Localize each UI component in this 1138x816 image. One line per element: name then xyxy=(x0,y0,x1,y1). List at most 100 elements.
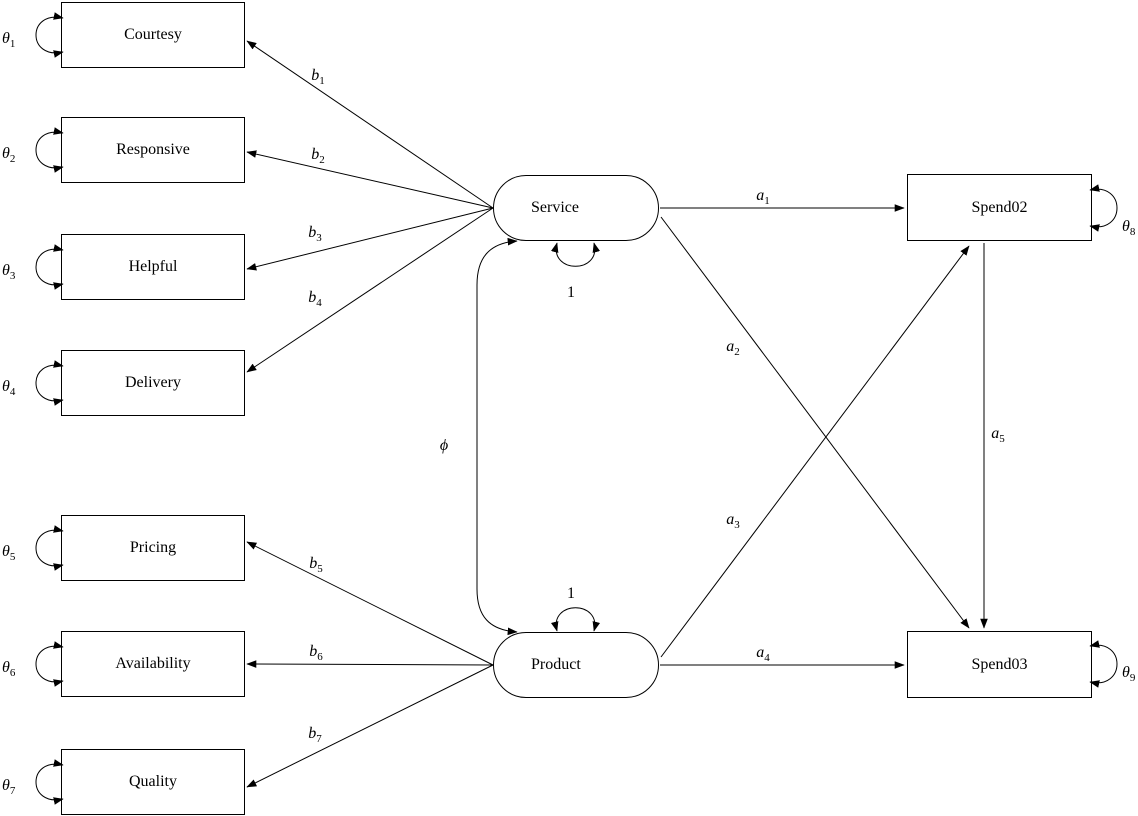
label-theta8: θ8 xyxy=(1122,218,1136,239)
label-theta2-sub: 2 xyxy=(9,153,16,166)
label-b6-base: b xyxy=(309,643,318,660)
covariance-path-phi xyxy=(476,237,518,636)
label-a4-sub: 4 xyxy=(764,652,770,665)
node-quality: Quality xyxy=(61,749,245,815)
label-b1: b1 xyxy=(311,68,325,88)
error-loop-theta6 xyxy=(35,641,64,687)
label-service-variance: 1 xyxy=(567,285,575,301)
loading-path-b7 xyxy=(246,664,494,788)
label-theta7-sub: 7 xyxy=(9,785,16,798)
loading-path-b4 xyxy=(246,207,494,373)
variance-loop-product xyxy=(551,607,600,632)
error-loop-theta5 xyxy=(35,525,64,571)
label-b7: b7 xyxy=(308,725,322,746)
label-product-variance: 1 xyxy=(567,586,575,602)
error-loop-theta7 xyxy=(35,759,64,805)
node-pricing-label: Pricing xyxy=(129,539,177,556)
label-b6-sub: 6 xyxy=(317,651,323,664)
label-a3: a3 xyxy=(726,512,740,532)
label-a5-base: a xyxy=(991,425,1000,442)
label-theta9: θ9 xyxy=(1122,664,1135,684)
label-a1: a1 xyxy=(756,187,770,208)
label-b3-sub: 3 xyxy=(316,232,322,245)
label-a1-sub: 1 xyxy=(764,195,770,208)
label-b2: b2 xyxy=(311,146,325,167)
label-theta3: θ3 xyxy=(2,262,16,283)
label-theta5: θ5 xyxy=(2,544,16,564)
label-a5-sub: 5 xyxy=(999,433,1005,446)
label-b3: b3 xyxy=(308,224,322,245)
node-service-label: Service xyxy=(531,199,579,216)
label-b4-base: b xyxy=(308,289,317,306)
node-responsive: Responsive xyxy=(61,117,245,183)
node-courtesy: Courtesy xyxy=(61,2,245,68)
node-product-label: Product xyxy=(531,656,581,673)
label-b1-sub: 1 xyxy=(319,75,325,88)
node-pricing: Pricing xyxy=(61,515,245,581)
label-theta2: θ2 xyxy=(2,146,16,166)
node-responsive-label: Responsive xyxy=(116,141,190,158)
structural-path-a2 xyxy=(660,216,970,629)
node-delivery-label: Delivery xyxy=(125,374,181,391)
label-theta3-base: θ xyxy=(2,262,10,279)
label-product-variance-value: 1 xyxy=(567,585,575,602)
loading-path-b5 xyxy=(246,541,494,666)
label-theta8-base: θ xyxy=(1122,218,1130,235)
label-phi-base: ϕ xyxy=(439,437,449,454)
label-b2-sub: 2 xyxy=(319,154,325,167)
label-a2-base: a xyxy=(726,338,735,355)
node-quality-label: Quality xyxy=(129,773,177,790)
loading-path-b6 xyxy=(246,660,494,668)
label-a4-base: a xyxy=(756,644,765,661)
label-a2: a2 xyxy=(726,338,740,359)
variance-loop-service xyxy=(551,242,600,267)
error-loop-theta2 xyxy=(35,127,64,173)
node-availability: Availability xyxy=(61,631,245,697)
label-a1-base: a xyxy=(756,187,765,204)
label-b4: b4 xyxy=(308,289,322,310)
node-delivery: Delivery xyxy=(61,350,245,416)
label-b7-sub: 7 xyxy=(316,733,322,746)
loading-path-b2 xyxy=(246,150,494,209)
label-theta8-sub: 8 xyxy=(1129,226,1136,239)
label-theta4-sub: 4 xyxy=(9,386,16,399)
label-theta5-sub: 5 xyxy=(9,551,16,564)
node-spend02: Spend02 xyxy=(907,174,1092,241)
label-theta6: θ6 xyxy=(2,660,15,679)
label-theta1-sub: 1 xyxy=(9,38,16,51)
label-a5: a5 xyxy=(991,425,1005,446)
label-b7-base: b xyxy=(308,725,317,742)
label-theta4-base: θ xyxy=(2,378,10,395)
node-service: Service xyxy=(493,175,659,241)
label-theta1: θ1 xyxy=(2,30,16,51)
label-theta1-base: θ xyxy=(2,30,10,47)
error-loop-theta9 xyxy=(1089,640,1118,688)
label-b2-base: b xyxy=(311,146,320,163)
node-availability-label: Availability xyxy=(115,655,191,672)
node-spend03: Spend03 xyxy=(907,631,1092,698)
label-phi: ϕ xyxy=(440,438,448,454)
node-courtesy-label: Courtesy xyxy=(124,26,182,43)
error-loop-theta3 xyxy=(35,244,64,290)
structural-path-a3 xyxy=(660,245,970,658)
label-theta4: θ4 xyxy=(2,378,16,399)
error-loop-theta8 xyxy=(1089,184,1118,232)
label-b5-base: b xyxy=(309,555,318,572)
label-theta9-base: θ xyxy=(1122,664,1130,681)
label-b5-sub: 5 xyxy=(317,563,323,576)
label-a2-sub: 2 xyxy=(734,346,740,359)
label-theta7: θ7 xyxy=(2,777,16,798)
label-service-variance-value: 1 xyxy=(567,284,575,301)
node-product: Product xyxy=(493,632,659,698)
label-b3-base: b xyxy=(308,224,317,241)
error-loop-theta4 xyxy=(35,360,64,406)
label-theta7-base: θ xyxy=(2,777,10,794)
label-a3-sub: 3 xyxy=(734,519,740,532)
node-helpful-label: Helpful xyxy=(128,258,178,275)
loading-path-b1 xyxy=(246,40,494,209)
label-b4-sub: 4 xyxy=(316,297,322,310)
error-loop-theta1 xyxy=(35,12,64,58)
label-theta3-sub: 3 xyxy=(9,270,16,283)
loading-path-b3 xyxy=(246,207,494,271)
